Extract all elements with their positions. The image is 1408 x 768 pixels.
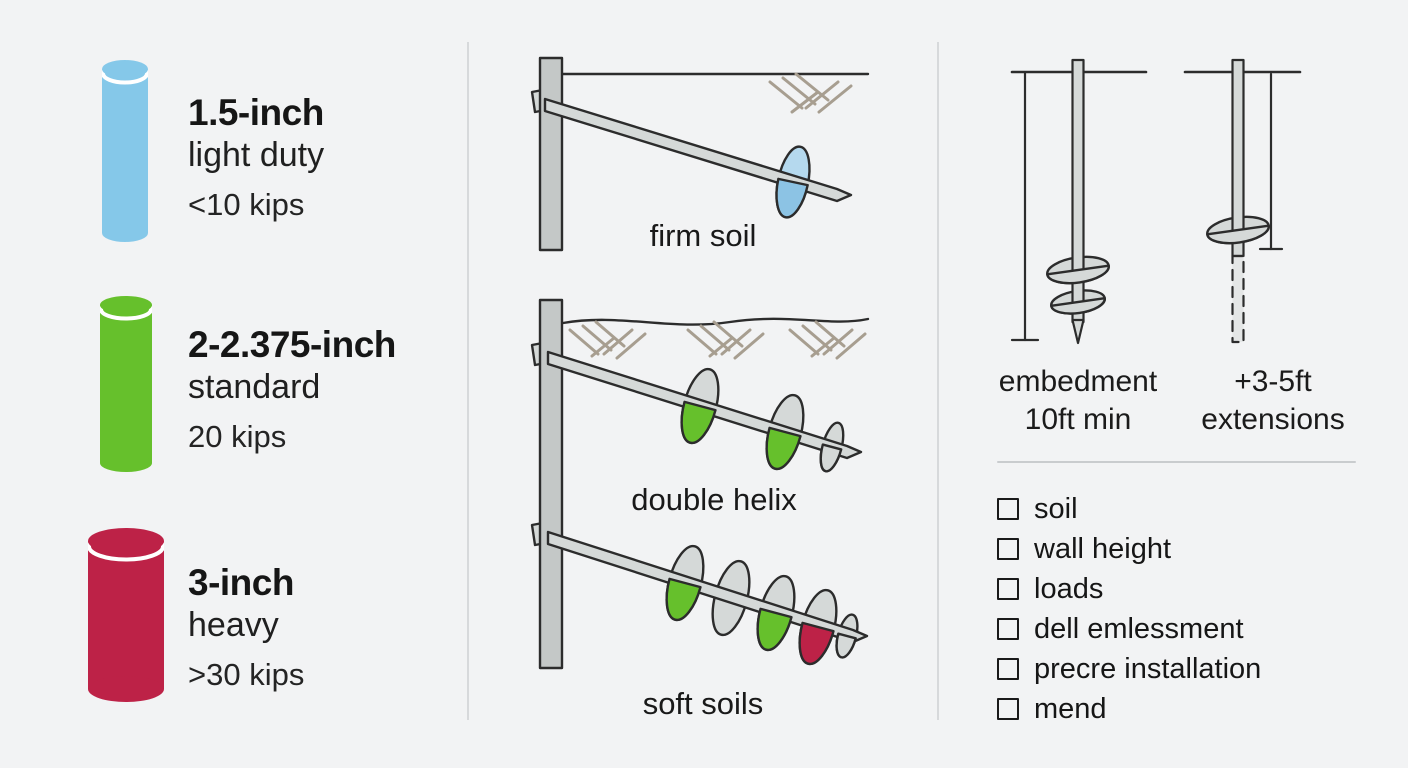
checklist-item-label: dell emlessment	[1034, 613, 1244, 645]
extension-label-line2: extensions	[1201, 403, 1345, 436]
checklist-item-label: wall height	[1034, 533, 1172, 565]
checkbox-icon[interactable]	[997, 618, 1019, 640]
design-checklist: soil wall height loads dell emlessment p…	[997, 489, 1261, 729]
pier-light-size-label: 1.5-inch	[188, 92, 324, 133]
soil-hatch-marks	[568, 72, 867, 360]
pier-light-duty-label: light duty	[188, 136, 325, 174]
helix-fronts-green	[665, 400, 802, 652]
firm-soil-label: firm soil	[649, 218, 757, 253]
pier-standard-size-label: 2-2.375-inch	[188, 324, 396, 365]
tieback-rods	[543, 97, 869, 644]
checkbox-icon[interactable]	[997, 578, 1019, 600]
embedment-label-line2: 10ft min	[1024, 403, 1132, 436]
checklist-item-label: loads	[1034, 573, 1104, 605]
extension-label-line1: +3-5ft	[1234, 365, 1312, 398]
wall-post-soft-soil	[538, 298, 564, 670]
checkbox-icon[interactable]	[997, 498, 1019, 520]
checklist-item-label: precre installation	[1034, 653, 1262, 685]
soft-soils-label: soft soils	[642, 686, 764, 721]
checkbox-icon[interactable]	[997, 658, 1019, 680]
tieback-rod-firm	[543, 97, 853, 203]
pier-helix-fronts	[1046, 224, 1270, 315]
checklist-item-label: mend	[1034, 693, 1107, 725]
tieback-rod-soft	[546, 530, 869, 644]
checklist-item-soil[interactable]: soil	[997, 489, 1261, 529]
checkbox-icon[interactable]	[997, 538, 1019, 560]
column-divider-right	[937, 42, 939, 720]
pier-cylinder-heavy-icon	[88, 528, 164, 702]
pier-light-text-block: 1.5-inch light duty <10 kips	[188, 92, 324, 225]
checklist-item-embedment[interactable]: dell emlessment	[997, 609, 1261, 649]
helix-blade-blue-front	[775, 177, 809, 219]
tieback-diagrams	[470, 0, 940, 768]
checklist-item-installation[interactable]: precre installation	[997, 649, 1261, 689]
embedment-label-line1: embedment	[998, 365, 1158, 398]
pier-heavy-capacity-label: >30 kips	[188, 657, 305, 692]
checkbox-icon[interactable]	[997, 698, 1019, 720]
pier-light-capacity-label: <10 kips	[188, 187, 305, 222]
checklist-item-wall-height[interactable]: wall height	[997, 529, 1261, 569]
pier-standard-capacity-label: 20 kips	[188, 419, 287, 454]
helix-front-red	[798, 621, 835, 666]
ground-line-wavy	[561, 317, 870, 326]
checklist-item-mend[interactable]: mend	[997, 689, 1261, 729]
ground-lines	[561, 72, 870, 326]
tieback-rod-double	[546, 350, 863, 460]
pier-extension-dashed	[1231, 254, 1245, 344]
pier-cylinder-standard-icon	[100, 296, 152, 472]
pier-heavy-duty-label: heavy	[188, 606, 279, 644]
pier-cylinder-light-icon	[102, 60, 148, 242]
pier-tip	[1071, 318, 1085, 345]
checklist-item-loads[interactable]: loads	[997, 569, 1261, 609]
pier-heavy-text-block: 3-inch heavy >30 kips	[188, 562, 304, 695]
checklist-item-label: soil	[1034, 493, 1078, 525]
double-helix-label: double helix	[631, 482, 797, 517]
column-divider-left	[467, 42, 469, 720]
pier-heavy-size-label: 3-inch	[188, 562, 294, 603]
embedment-diagrams	[938, 0, 1408, 768]
pier-standard-duty-label: standard	[188, 368, 321, 406]
helix-fronts-steel	[819, 443, 857, 659]
pier-shaft-extension	[1231, 58, 1245, 258]
pier-standard-text-block: 2-2.375-inch standard 20 kips	[188, 324, 396, 457]
